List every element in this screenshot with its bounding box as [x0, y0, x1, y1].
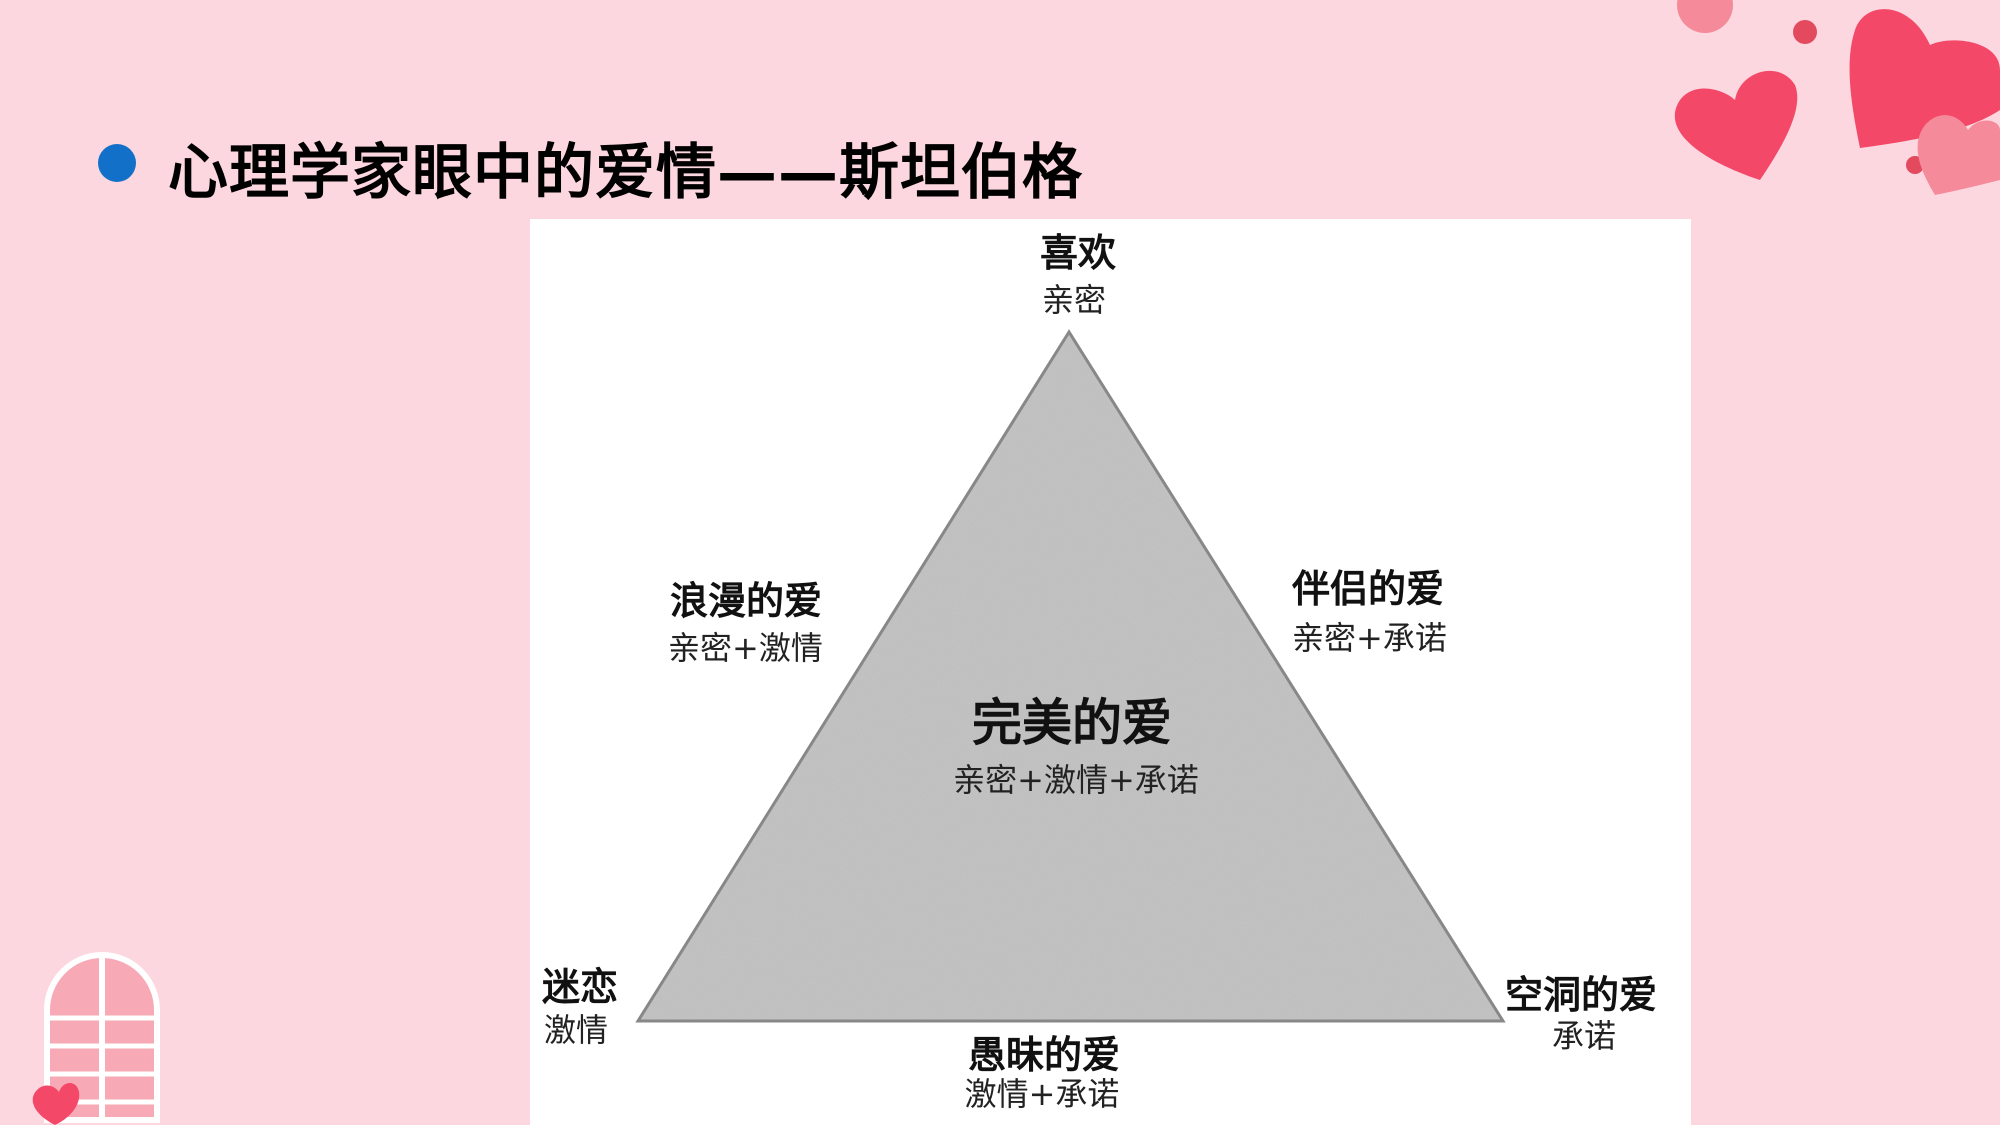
bottom-right-label: 空洞的爱: [1505, 973, 1658, 1017]
decor-window: [32, 952, 160, 1125]
bottom-right-components: 承诺: [1551, 1017, 1617, 1055]
left-edge-label: 浪漫的爱: [670, 579, 823, 623]
apex-label: 喜欢: [1039, 231, 1117, 275]
heart-icon: [1917, 115, 2000, 195]
right-edge-label: 伴侣的爱: [1292, 567, 1445, 611]
bottom-edge-label: 愚昧的爱: [967, 1033, 1121, 1077]
center-label: 完美的爱: [972, 694, 1172, 752]
page-title: 心理学家眼中的爱情——斯坦伯格: [168, 138, 1083, 208]
bottom-left-components: 激情: [544, 1011, 609, 1049]
apex-components: 亲密: [1041, 281, 1107, 319]
bottom-edge-components: 激情+承诺: [964, 1075, 1120, 1113]
bullet-icon: [98, 144, 136, 182]
decor-hearts: [1674, 0, 2000, 195]
right-edge-components: 亲密+承诺: [1292, 619, 1447, 657]
decor-dot: [1793, 20, 1817, 44]
decor-dot: [1677, 0, 1733, 33]
heart-icon: [32, 1083, 80, 1125]
left-edge-components: 亲密+激情: [668, 629, 823, 667]
center-components: 亲密+激情+承诺: [953, 761, 1199, 799]
bottom-left-label: 迷恋: [542, 965, 619, 1009]
heart-icon: [1849, 9, 2000, 149]
heart-icon: [1674, 70, 1798, 180]
